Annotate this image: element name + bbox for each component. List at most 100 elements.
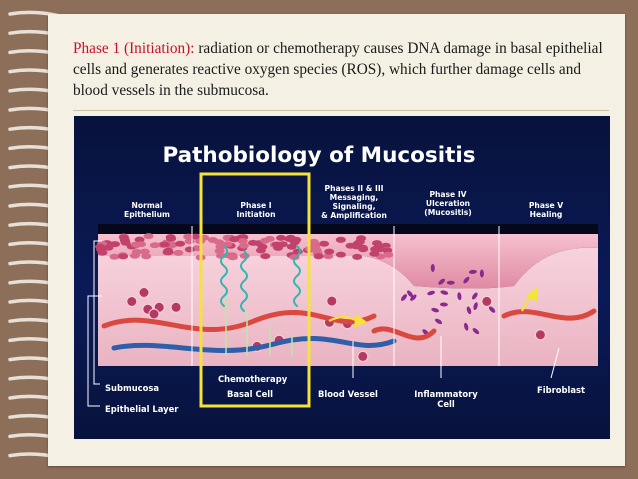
inflammatory-cell [463,276,470,284]
epithelial-cell [136,241,146,248]
epithelial-cell [109,253,120,260]
epithelial-cell [260,237,271,244]
inflammatory-cell [479,269,484,278]
blood-vessel [101,310,377,332]
epithelial-cell [131,249,142,255]
epithelial-cell [166,235,177,242]
epithelial-cell [383,251,394,258]
epithelial-cell [207,237,218,243]
phase-label-healing: Phase V Healing [528,201,564,219]
epithelial-cell [324,248,335,255]
epithelial-cell [143,233,154,240]
epithelial-cell [183,233,194,240]
epithelial-cell [352,253,363,260]
ros-arrowhead [353,314,368,328]
epithelial-cell [229,236,240,243]
submucosa-cell [357,350,369,362]
slide-caption: Phase 1 (Initiation): radiation or chemo… [73,38,613,101]
label-basal-cell: Basal Cell [227,389,274,399]
label-submucosa: Submucosa [105,383,160,393]
inflammatory-cell [431,307,439,313]
label-blood-vessel: Blood Vessel [318,389,378,399]
epithelial-cell [323,253,334,260]
label-chemotherapy: Chemotherapy [218,374,288,384]
epithelial-cell [291,236,302,243]
epithelial-cell [313,253,324,260]
blood-vessel [111,335,397,353]
submucosa-cell [148,308,160,320]
phase-label-normal: Normal Epithelium [124,201,170,219]
epithelial-cell [335,236,346,243]
submucosa-cell [138,287,150,298]
dna-strand [240,250,248,312]
phase-label-initiation: Phase I Initiation [236,201,276,219]
submucosa-cell [481,295,493,307]
figure-title: Pathobiology of Mucositis [162,143,476,168]
epithelial-cell [215,243,226,250]
epithelial-cell [335,251,346,258]
phase-label-messaging: Phases II & III Messaging, Signaling, & … [321,184,387,220]
epithelial-cell [292,248,303,255]
epithelial-cell [358,246,369,253]
inflammatory-cell [401,294,407,301]
epithelial-cell [276,234,286,241]
label-epithelial-layer: Epithelial Layer [105,404,179,414]
inflammatory-cell [466,306,472,315]
epithelial-cell [248,239,258,246]
inflammatory-cell [464,322,469,331]
label-inflammatory-cell: Inflammatory Cell [414,389,478,409]
phase-label-ulceration: Phase IV Ulceration (Mucositis) [424,190,472,217]
inflammatory-cell [488,306,496,313]
caption-body: radiation or chemotherapy causes DNA dam… [73,40,603,99]
submucosa-cell [170,301,182,313]
lumen-band [98,224,598,234]
epithelial-cell [255,247,266,254]
epithelial-cell [190,233,201,240]
label-pointer [550,347,560,379]
phase-one-highlight [199,172,311,408]
epithelial-cell [352,240,363,247]
epithelial-cell [120,239,131,246]
epithelial-cell [96,246,107,253]
inflammatory-cell [430,264,435,272]
epithelial-cell [286,243,297,250]
epithelial-cell [237,238,248,245]
epithelial-cell [239,252,250,259]
inflammatory-cell [427,290,435,296]
epithelial-cell [310,244,321,251]
epithelial-cell [141,253,152,260]
inflammatory-cell [472,328,480,335]
epithelial-cell [118,253,129,260]
epithelial-cell [134,236,145,243]
inflammatory-cell [434,318,443,325]
ros-arrow [328,315,358,322]
blood-vessel [371,326,437,341]
dna-strand [293,245,301,307]
inflammatory-cell [457,292,462,301]
legend-bracket [93,240,102,385]
legend-bracket [87,295,102,407]
epithelial-cell [260,253,271,260]
epithelial-cell [184,238,195,245]
inflammatory-cell [407,290,413,298]
tissue-illustration [87,172,598,408]
inflammatory-cell [410,294,417,301]
caption-highlight: Phase 1 (Initiation): [73,40,195,57]
epithelial-cell [149,242,160,249]
epithelial-cell [238,242,249,249]
epithelial-cell [369,250,380,257]
blood-vessel [501,308,597,321]
inflammatory-cell [473,302,478,310]
epithelial-cell [356,235,367,242]
epithelial-cell [162,249,173,256]
epithelial-cell [319,240,330,247]
epithelial-cell [110,241,120,248]
submucosa-cell [126,296,138,307]
healing-arrowhead [526,285,539,302]
label-fibroblast: Fibroblast [537,385,585,395]
epithelial-cell [277,241,288,248]
inflammatory-cell [438,278,446,285]
inflammatory-cell [440,290,449,295]
epithelial-cell [175,240,186,247]
caption-divider [73,110,609,111]
